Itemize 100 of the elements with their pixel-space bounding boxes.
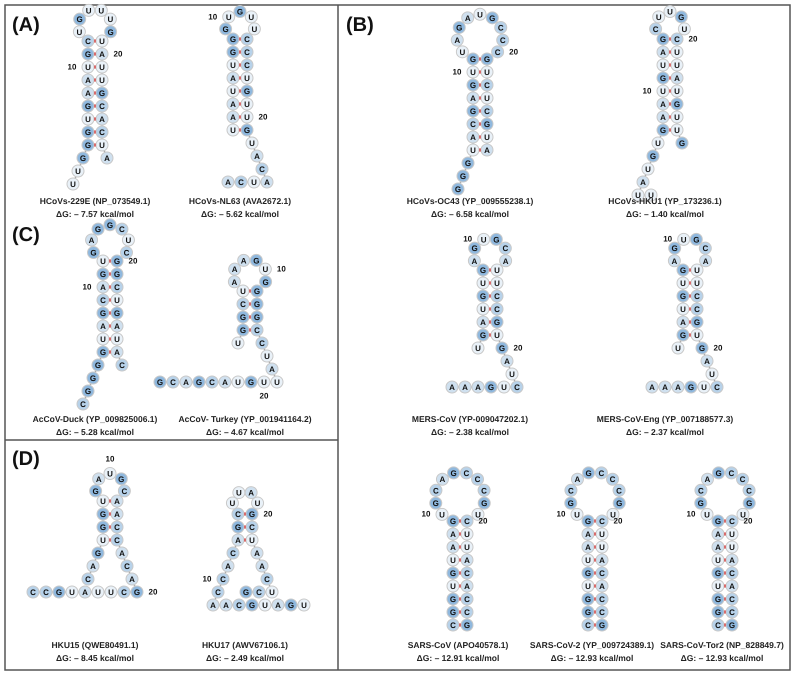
- nucleotide: A: [96, 112, 108, 126]
- nucleotide: C: [480, 104, 494, 118]
- nucleotide: C: [724, 466, 738, 480]
- nucleotide: G: [676, 136, 688, 150]
- nucleotide: G: [246, 508, 258, 520]
- nucleotide: C: [96, 294, 110, 306]
- nucleotide: G: [462, 156, 474, 170]
- nucleotide: C: [594, 466, 608, 480]
- sequence-caption: HCoVs-229E (NP_073549.1): [40, 196, 150, 206]
- nucleotide: G: [250, 254, 263, 267]
- nucleotide: A: [670, 72, 684, 84]
- nucleotide: U: [652, 10, 666, 24]
- nucleotide: C: [82, 34, 94, 48]
- nucleotide: G: [244, 376, 258, 388]
- nucleotide: A: [96, 320, 110, 332]
- nucleotide: C: [240, 46, 254, 58]
- nucleotide: G: [690, 232, 703, 246]
- nucleotide: U: [110, 294, 124, 306]
- nucleotide: U: [232, 486, 246, 500]
- nucleotide: A: [96, 280, 110, 294]
- nucleotide: A: [92, 472, 106, 486]
- nucleotide: G: [219, 22, 232, 36]
- nucleotide: U: [92, 586, 104, 598]
- nucleotide: U: [82, 4, 96, 17]
- nucleotide: U: [570, 508, 584, 521]
- nucleotide: G: [480, 118, 494, 130]
- nucleotide: U: [246, 534, 258, 546]
- position-number: 20: [264, 510, 272, 518]
- nucleotide: G: [82, 384, 94, 398]
- nucleotide: G: [110, 268, 124, 280]
- nucleotide: C: [429, 484, 442, 497]
- position-number: 10: [663, 234, 672, 244]
- nucleotide: U: [480, 130, 494, 144]
- nucleotide: G: [110, 306, 124, 320]
- nucleotide: A: [582, 528, 594, 540]
- nucleotide: U: [490, 264, 504, 276]
- position-number: 10: [422, 510, 430, 519]
- nucleotide: U: [700, 508, 714, 521]
- nucleotide: C: [726, 592, 738, 606]
- nucleotide: U: [652, 136, 664, 150]
- nucleotide: U: [96, 138, 108, 152]
- nucleotide: G: [82, 100, 94, 112]
- nucleotide: A: [446, 540, 460, 554]
- nucleotide: G: [668, 242, 682, 255]
- nucleotide: C: [726, 606, 738, 618]
- nucleotide: C: [710, 380, 724, 394]
- nucleotide: G: [446, 606, 460, 618]
- nucleotide: A: [110, 346, 124, 358]
- nucleotide: U: [226, 84, 240, 98]
- nucleotide: U: [698, 380, 710, 394]
- nucleotide: A: [446, 380, 458, 394]
- nucleotide: G: [490, 232, 503, 246]
- nucleotide: A: [656, 110, 670, 124]
- position-number: 10: [463, 234, 472, 244]
- nucleotide: U: [258, 598, 272, 612]
- nucleotide: G: [564, 496, 578, 510]
- panel-label: (A): [12, 14, 40, 37]
- nucleotide: U: [490, 328, 504, 342]
- nucleotide: A: [596, 554, 608, 566]
- nucleotide: G: [89, 484, 102, 498]
- nucleotide: A: [476, 316, 490, 328]
- nucleotide: G: [240, 124, 254, 136]
- free-energy-label: ΔG: – 12.93 kcal/mol: [680, 653, 764, 663]
- nucleotide: A: [78, 586, 92, 598]
- nucleotide: C: [232, 598, 246, 612]
- nucleotide: G: [476, 290, 490, 302]
- nucleotide: G: [476, 264, 490, 276]
- nucleotide: C: [460, 606, 474, 618]
- nucleotide: U: [222, 10, 236, 24]
- nucleotide: G: [596, 618, 608, 632]
- nucleotide: A: [272, 598, 284, 612]
- nucleotide: G: [612, 496, 626, 510]
- nucleotide: A: [226, 110, 240, 124]
- nucleotide: G: [232, 520, 244, 534]
- nucleotide: C: [736, 472, 750, 486]
- nucleotide: G: [446, 566, 460, 580]
- sequence-caption: MERS-CoV-Eng (YP_007188577.3): [596, 414, 734, 424]
- nucleotide: U: [266, 586, 278, 598]
- nucleotide: G: [712, 514, 724, 528]
- nucleotide: U: [122, 234, 135, 246]
- nucleotide: G: [456, 170, 470, 182]
- nucleotide: U: [460, 528, 474, 540]
- position-number: 20: [478, 516, 488, 526]
- nucleotide: G: [96, 86, 108, 100]
- nucleotide: G: [96, 268, 110, 280]
- nucleotide: A: [460, 580, 474, 592]
- nucleotide: A: [582, 540, 594, 554]
- free-energy-label: ΔG: – 2.37 kcal/mol: [626, 427, 704, 437]
- free-energy-label: ΔG: – 4.67 kcal/mol: [206, 427, 284, 437]
- nucleotide: C: [498, 242, 512, 255]
- nucleotide: G: [490, 316, 504, 328]
- nucleotide: U: [670, 110, 684, 124]
- nucleotide: A: [226, 98, 240, 110]
- nucleotide: U: [678, 22, 691, 36]
- nucleotide: C: [460, 466, 473, 480]
- nucleotide: G: [676, 264, 690, 276]
- nucleotide: A: [460, 554, 474, 566]
- nucleotide: C: [252, 586, 266, 598]
- nucleotide: G: [712, 606, 724, 618]
- nucleotide: A: [232, 534, 244, 546]
